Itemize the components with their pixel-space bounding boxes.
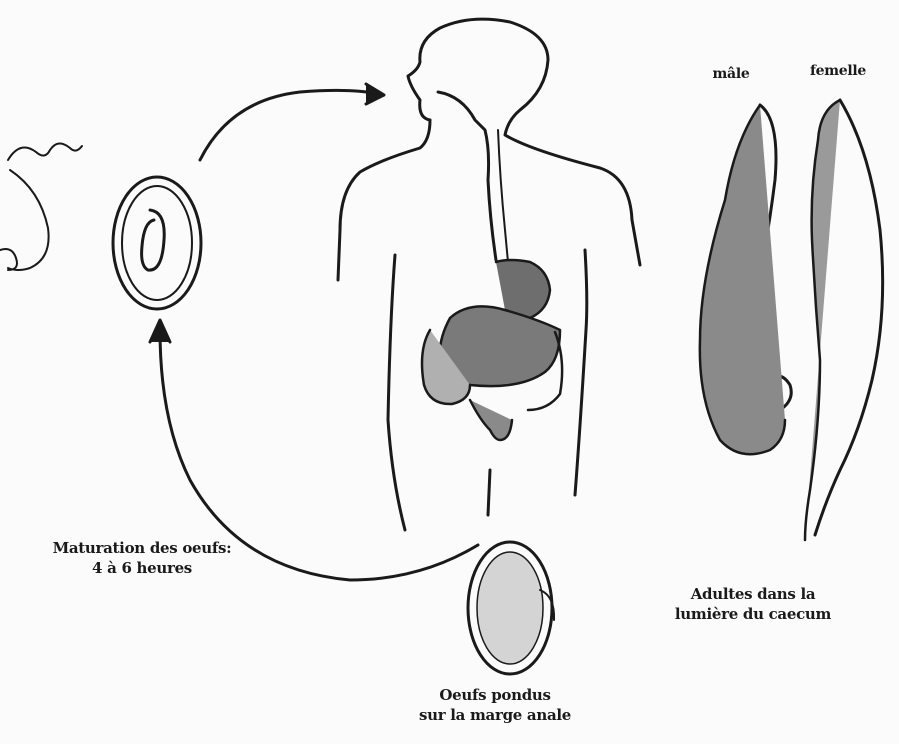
handwritten-annotation <box>0 143 82 270</box>
male-worm-icon <box>700 105 791 454</box>
ingestion-arrow <box>200 84 384 160</box>
eggs-label-line-2: sur la marge anale <box>370 705 620 725</box>
maturation-label: Maturation des oeufs: 4 à 6 heures <box>2 538 282 578</box>
digestive-tract <box>422 92 562 440</box>
maturation-label-line-2: 4 à 6 heures <box>2 558 282 578</box>
maturation-label-line-1: Maturation des oeufs: <box>2 538 282 558</box>
female-worm-icon <box>805 100 883 540</box>
eggs-label: Oeufs pondus sur la marge anale <box>370 685 620 725</box>
embryonated-egg-icon <box>113 177 201 309</box>
laid-egg-icon <box>468 542 554 674</box>
female-label: femelle <box>788 61 888 81</box>
adults-label-line-1: Adultes dans la <box>628 584 878 604</box>
eggs-label-line-1: Oeufs pondus <box>370 685 620 705</box>
adults-label: Adultes dans la lumière du caecum <box>628 584 878 624</box>
male-label: mâle <box>696 64 766 84</box>
adults-label-line-2: lumière du caecum <box>628 604 878 624</box>
